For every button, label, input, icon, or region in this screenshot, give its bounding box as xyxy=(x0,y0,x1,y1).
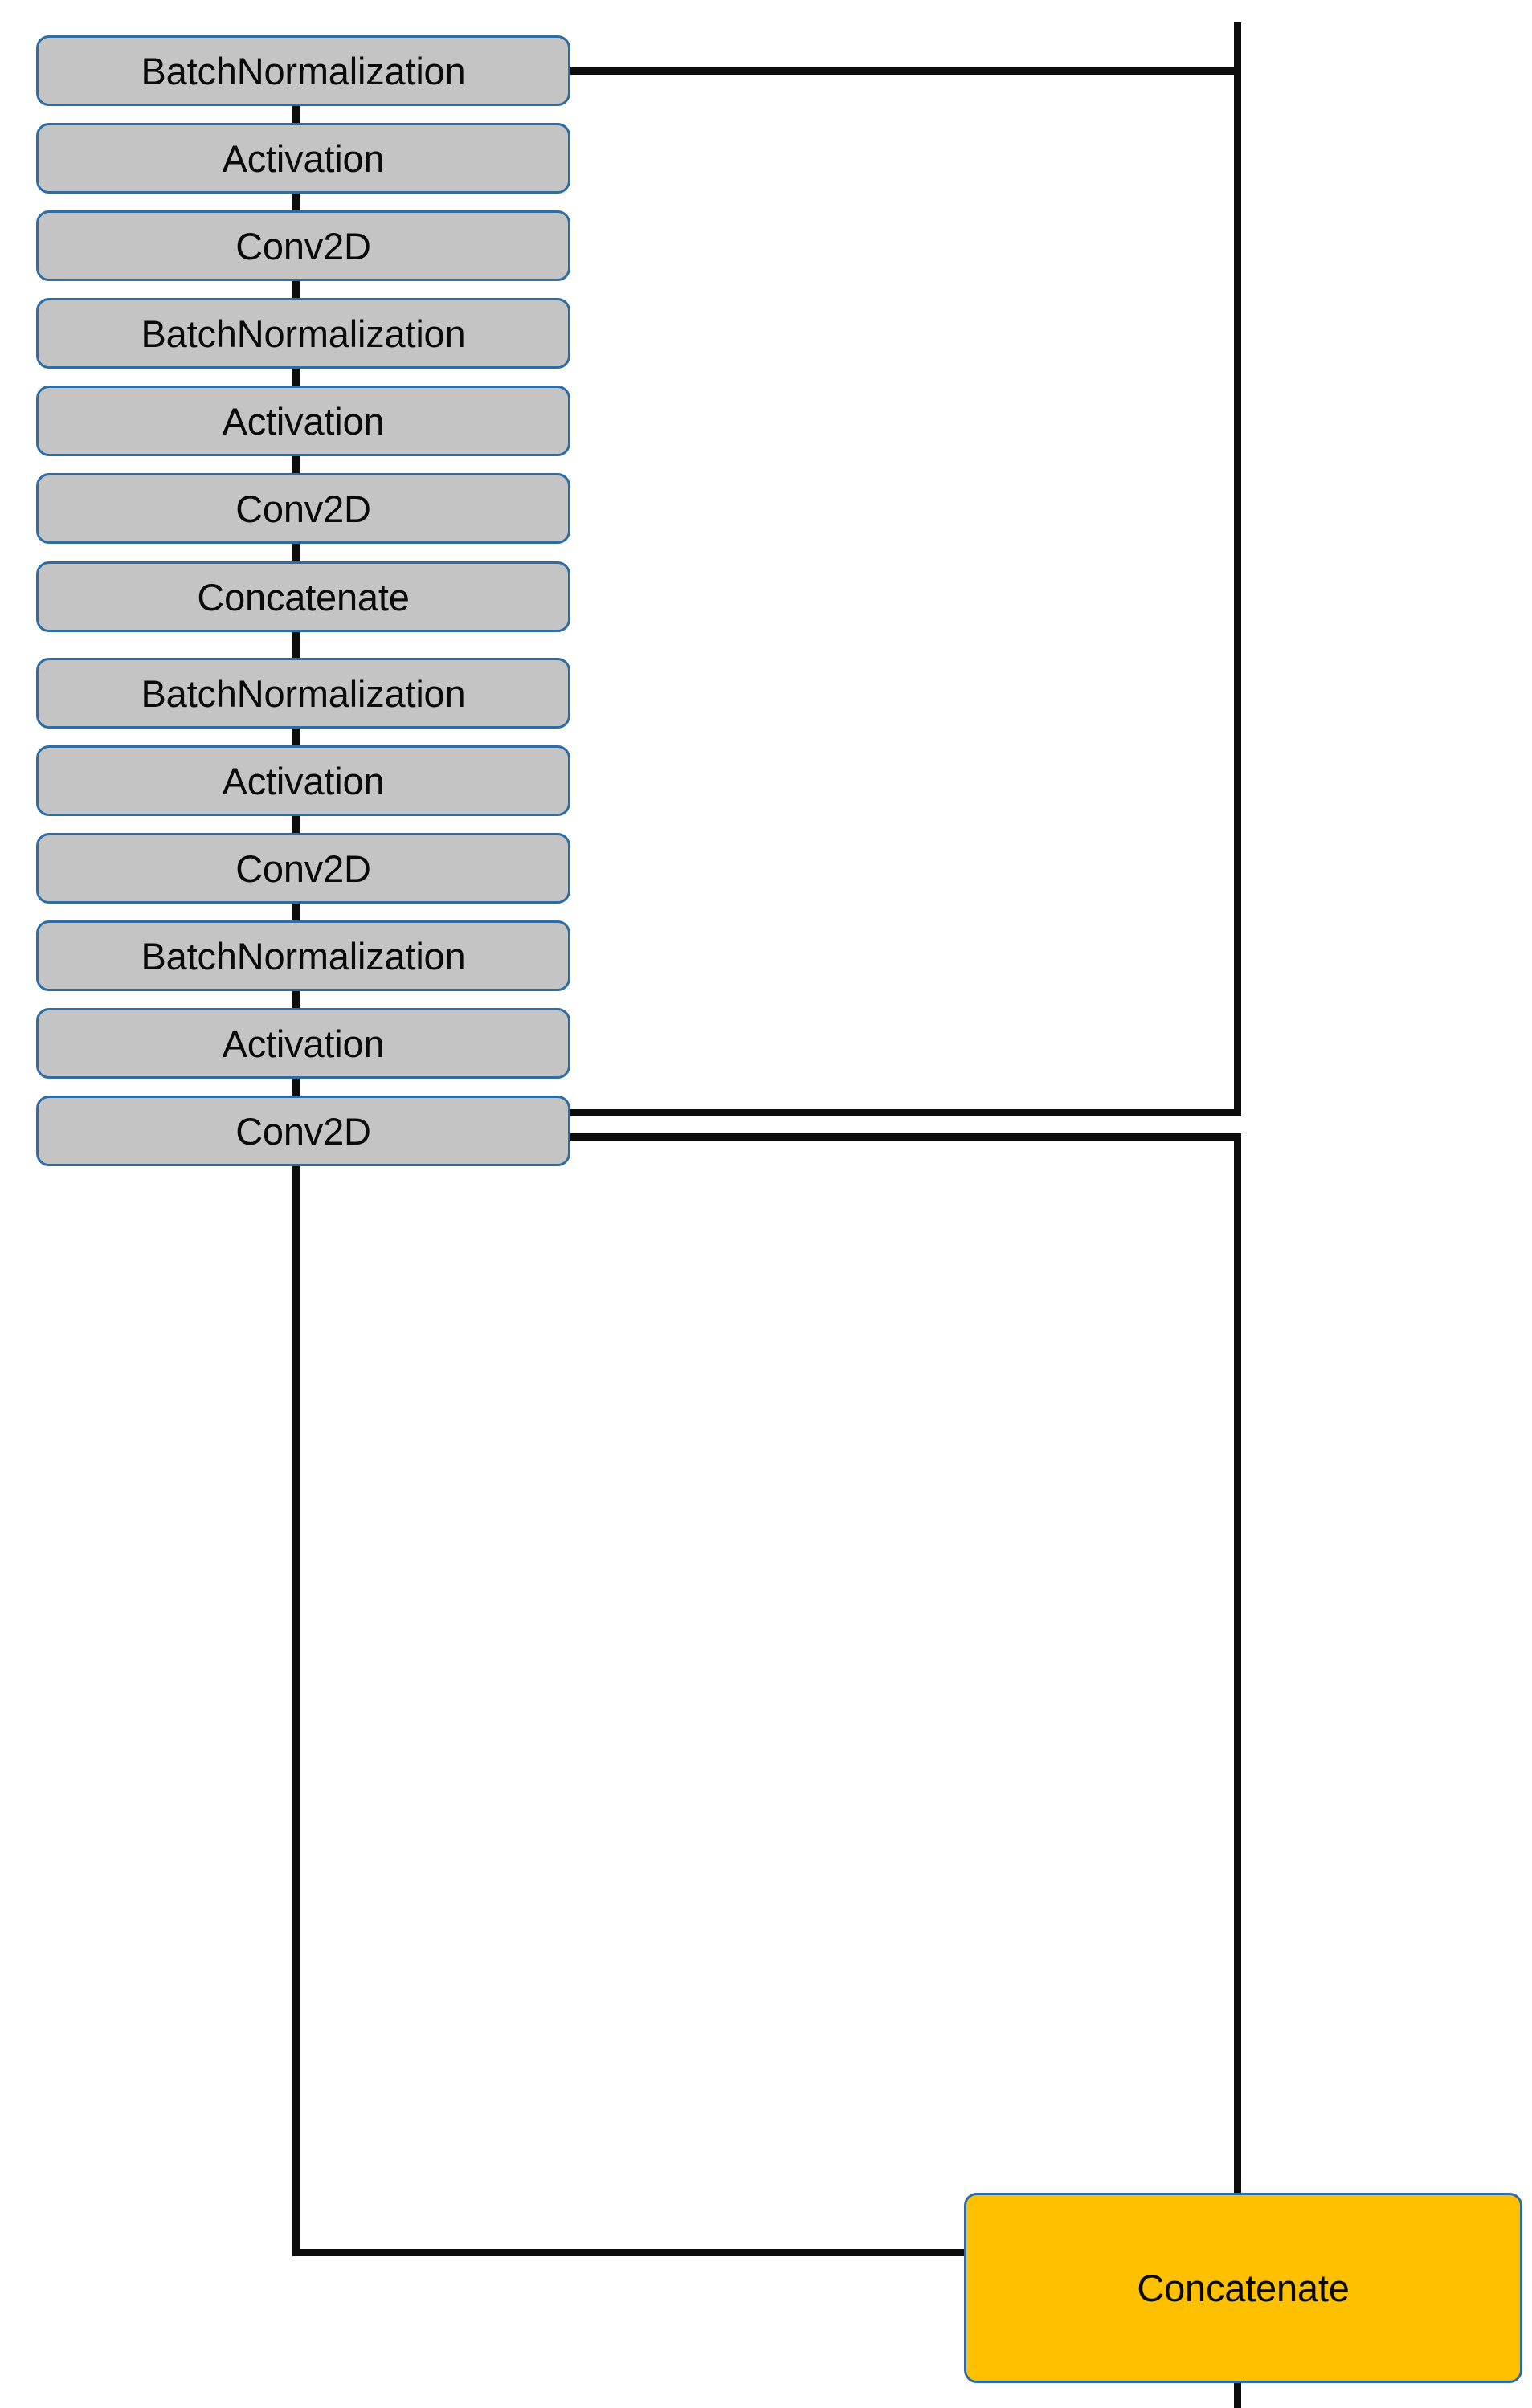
skip-connector-n1-vertical xyxy=(1234,22,1241,1115)
node-activation-1[interactable]: Activation xyxy=(36,123,570,194)
node-label: Activation xyxy=(222,399,385,443)
node-label: Conv2D xyxy=(235,487,371,530)
node-conv2d-2[interactable]: Conv2D xyxy=(36,473,570,544)
node-label: Conv2D xyxy=(235,224,371,267)
skip-connector-n7-horizontal-in xyxy=(566,1109,1241,1116)
skip-connector-n1-horizontal xyxy=(566,67,1241,75)
trunk-connector-n4-n5 xyxy=(292,359,300,386)
node-batchnormalization-3[interactable]: BatchNormalization xyxy=(36,658,570,729)
node-activation-2[interactable]: Activation xyxy=(36,386,570,456)
trunk-connector-n9-n10 xyxy=(292,810,300,838)
node-batchnormalization-2[interactable]: BatchNormalization xyxy=(36,298,570,369)
final-connector-horizontal xyxy=(292,2249,971,2256)
node-label: Concatenate xyxy=(1137,2267,1350,2309)
node-activation-4[interactable]: Activation xyxy=(36,1008,570,1079)
final-connector-vertical xyxy=(292,1161,300,2256)
trunk-connector-n6-n7 xyxy=(292,534,300,566)
node-label: Conv2D xyxy=(235,847,371,890)
node-label: BatchNormalization xyxy=(141,312,466,355)
node-label: BatchNormalization xyxy=(141,671,466,715)
node-batchnormalization-4[interactable]: BatchNormalization xyxy=(36,920,570,991)
trunk-connector-n12-n13 xyxy=(292,1073,300,1100)
trunk-connector-n8-n9 xyxy=(292,723,300,750)
node-concatenate-1[interactable]: Concatenate xyxy=(36,561,570,632)
node-label: BatchNormalization xyxy=(141,49,466,92)
node-label: Activation xyxy=(222,1022,385,1065)
node-conv2d-3[interactable]: Conv2D xyxy=(36,833,570,904)
trunk-connector-n10-n11 xyxy=(292,898,300,925)
skip-connector-n7-vertical xyxy=(1234,1133,1241,2408)
node-label: Activation xyxy=(222,137,385,180)
node-label: Conv2D xyxy=(235,1109,371,1153)
node-label: Activation xyxy=(222,759,385,802)
node-batchnormalization-1[interactable]: BatchNormalization xyxy=(36,35,570,106)
trunk-connector-n1-n2 xyxy=(292,101,300,125)
node-conv2d-1[interactable]: Conv2D xyxy=(36,210,570,281)
node-label: Concatenate xyxy=(197,575,410,618)
trunk-connector-n2-n3 xyxy=(292,184,300,211)
trunk-connector-n7-n8 xyxy=(292,626,300,663)
node-label: BatchNormalization xyxy=(141,934,466,977)
trunk-connector-n11-n12 xyxy=(292,986,300,1013)
skip-connector-n7-horizontal-out xyxy=(566,1133,1241,1141)
node-conv2d-4[interactable]: Conv2D xyxy=(36,1096,570,1166)
trunk-connector-n3-n4 xyxy=(292,271,300,299)
node-activation-3[interactable]: Activation xyxy=(36,745,570,816)
trunk-connector-n5-n6 xyxy=(292,447,300,474)
node-concatenate-output[interactable]: Concatenate xyxy=(964,2193,1522,2383)
